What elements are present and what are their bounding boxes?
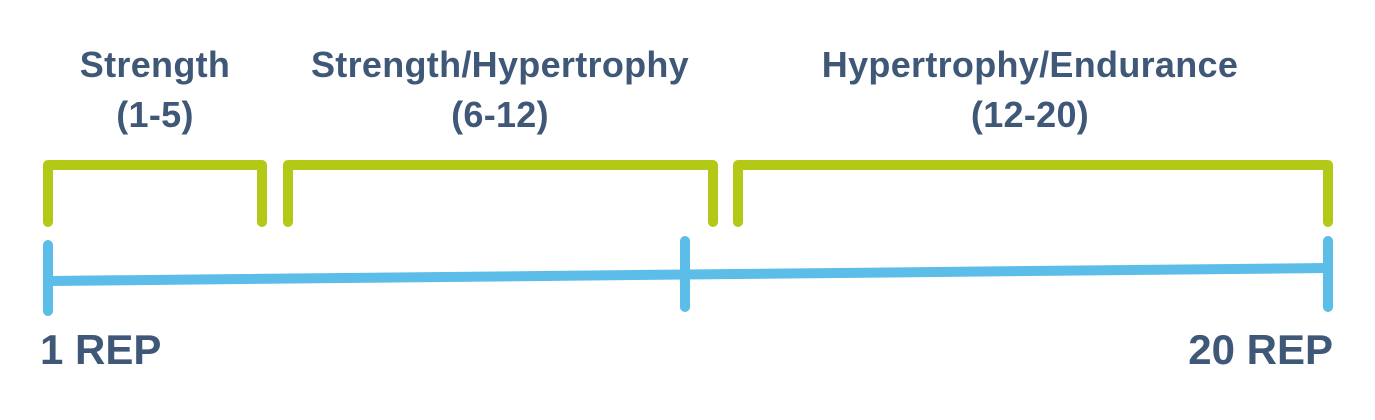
zone-label-strength: Strength (1-5) — [55, 40, 255, 140]
zone-name: Strength/Hypertrophy — [310, 44, 690, 85]
zone-range: (1-5) — [116, 94, 194, 135]
zone-name: Strength — [79, 44, 231, 85]
zone-range: (6-12) — [451, 94, 549, 135]
zone-label-strength-hypertrophy: Strength/Hypertrophy (6-12) — [280, 40, 720, 140]
scale-start-label: 1 REP — [40, 326, 162, 373]
zone-label-hypertrophy-endurance: Hypertrophy/Endurance (12-20) — [780, 40, 1280, 140]
bracket-hypertrophy-endurance — [733, 160, 1333, 227]
scale-end-label: 20 REP — [1188, 326, 1333, 373]
zone-name: Hypertrophy/Endurance — [821, 44, 1239, 85]
bracket-strength-hypertrophy — [283, 160, 718, 227]
zone-range: (12-20) — [970, 94, 1090, 135]
bracket-strength — [43, 160, 267, 227]
